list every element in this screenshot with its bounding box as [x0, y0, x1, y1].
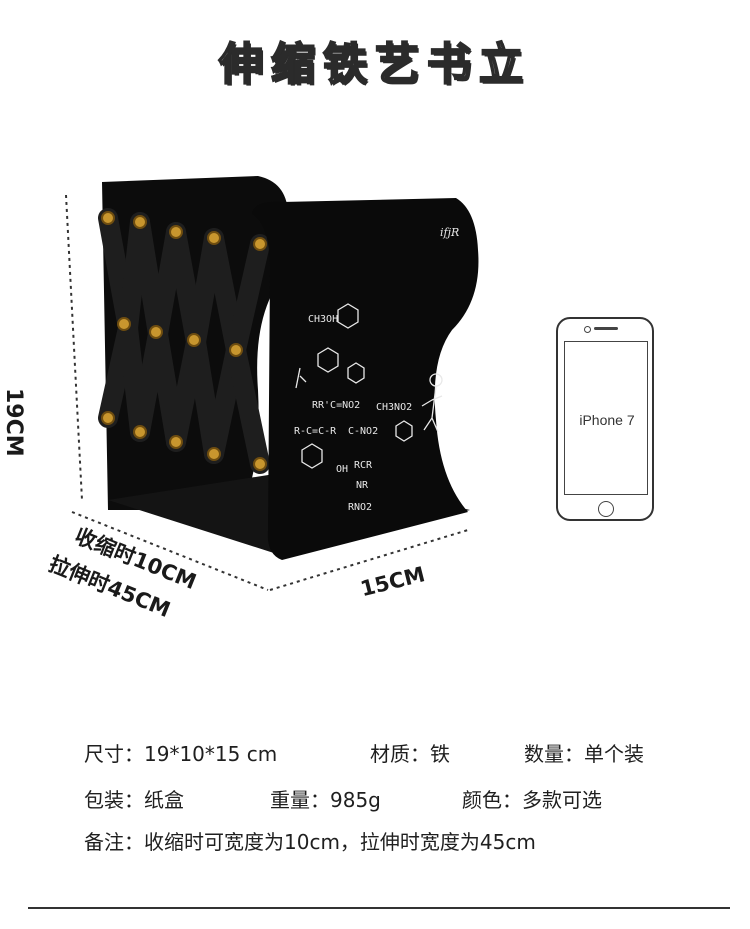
camera-icon [584, 326, 591, 333]
brass-rivets [101, 211, 267, 471]
spec-weight: 重量：985g [270, 788, 381, 812]
height-label: 19CM [1, 388, 26, 457]
formula-2: R-C=C-R [294, 426, 337, 437]
formula-1: RR'C=NO2 [312, 400, 360, 411]
page-title: 伸缩铁艺书立 [218, 38, 531, 91]
formula-5: RCR [354, 460, 373, 471]
spec-color: 颜色：多款可选 [462, 788, 602, 812]
formula-3: C-NO2 [348, 426, 378, 437]
spec-packaging: 包装：纸盒 [84, 788, 184, 812]
formula-7: NR [356, 480, 369, 491]
phone-screen: iPhone 7 [564, 341, 648, 495]
formula-6: OH [336, 464, 348, 475]
speaker-icon [594, 327, 618, 330]
spec-note: 备注：收缩时可宽度为10cm，拉伸时宽度为45cm [84, 830, 536, 854]
home-button-icon [598, 501, 614, 517]
formula-4: CH3NO2 [376, 402, 412, 413]
phone-size-reference: iPhone 7 [556, 317, 654, 521]
brand-mark: ifjR [440, 226, 459, 239]
bookend-product-image: ifjR CH3OH RR'C=NO2 R-C=C-R C-NO2 CH3NO2… [65, 176, 479, 591]
chemistry-doodles: ifjR [295, 226, 459, 469]
spec-material: 材质：铁 [370, 742, 450, 766]
phone-model-label: iPhone 7 [579, 412, 635, 428]
formula-labels: CH3OH RR'C=NO2 R-C=C-R C-NO2 CH3NO2 RCR … [294, 314, 412, 513]
spec-size: 尺寸：19*10*15 cm [84, 742, 278, 766]
formula-8: RNO2 [348, 502, 372, 513]
height-guide-line [65, 194, 83, 501]
spec-quantity: 数量：单个装 [524, 742, 644, 766]
bottom-divider [28, 907, 730, 909]
formula-0: CH3OH [308, 314, 338, 325]
width-guide-line [71, 511, 269, 591]
front-panel [252, 198, 479, 560]
